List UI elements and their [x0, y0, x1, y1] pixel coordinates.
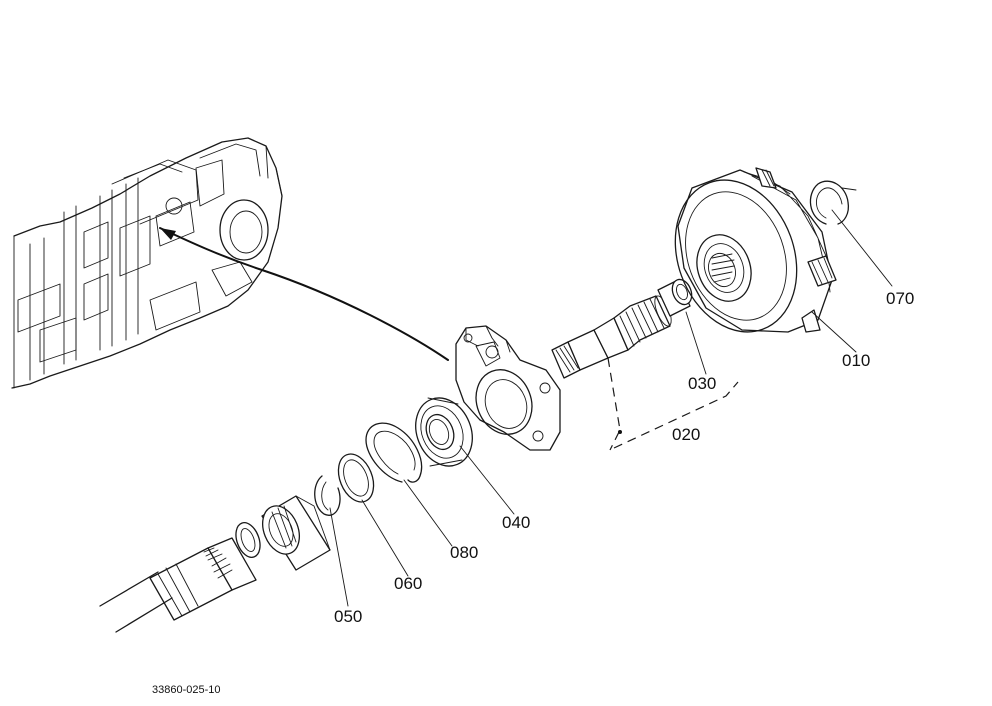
callout-070: 070	[886, 289, 914, 308]
snap-ring-080	[365, 422, 423, 483]
needle-bearing	[261, 495, 331, 571]
transmission-housing	[11, 137, 283, 389]
callout-040: 040	[502, 513, 530, 532]
bushing-030	[657, 278, 693, 317]
bearing-holder	[455, 325, 561, 451]
drawing-code: 33860-025-10	[152, 684, 221, 696]
ball-bearing-040	[415, 397, 473, 467]
leader-lines	[329, 209, 893, 607]
callout-080: 080	[450, 543, 478, 562]
installation-arrow	[159, 227, 449, 361]
front-shaft	[99, 537, 257, 633]
shim-060	[337, 453, 375, 503]
callout-030: 030	[688, 374, 716, 393]
callout-010: 010	[842, 351, 870, 370]
callout-020: 020	[672, 425, 700, 444]
circlip-070	[809, 180, 857, 225]
clutch-drum-010	[674, 167, 837, 333]
callout-050: 050	[334, 607, 362, 626]
callout-060: 060	[394, 574, 422, 593]
circlip-050	[314, 475, 341, 516]
shaft-020	[551, 295, 672, 379]
callout-labels: 070 010 030 020 040 080 060 050	[334, 289, 914, 626]
shaft-ring	[235, 522, 261, 558]
